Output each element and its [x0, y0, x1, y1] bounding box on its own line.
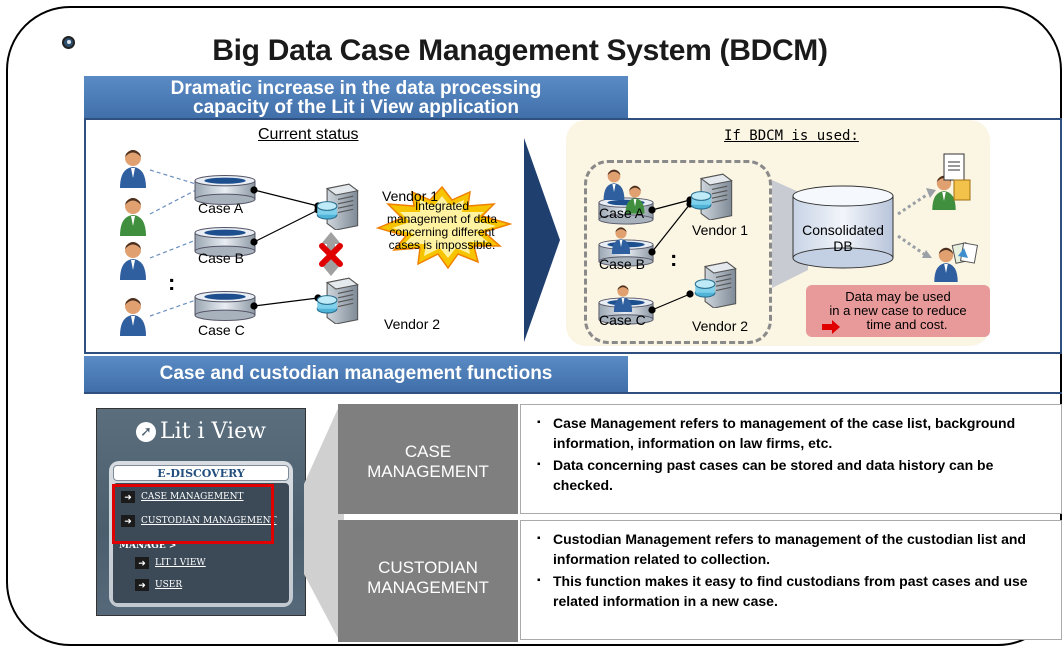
arrow-icon: ➜ [121, 515, 135, 527]
warning-line: management of data [386, 212, 498, 226]
label-line: MANAGEMENT [367, 462, 489, 481]
bdcm-vendor-1-label: Vendor 1 [692, 222, 749, 238]
document-folder-icon [943, 153, 971, 201]
case-management-description: Case Management refers to management of … [520, 404, 1062, 514]
consolidated-db-label: Consolidated DB [790, 222, 896, 254]
highlight-box [112, 484, 274, 544]
warning-text: Integrated management of data concerning… [378, 200, 506, 252]
custodian-management-description: Custodian Management refers to managemen… [520, 520, 1062, 640]
menu-item-user[interactable]: USER [155, 580, 183, 590]
custodian-icon [120, 298, 146, 336]
arrow-icon: ➜ [135, 557, 149, 569]
label-line: CASE [404, 442, 452, 461]
vendor-2-label: Vendor 2 [384, 316, 441, 332]
note-line: time and cost. [866, 317, 948, 332]
vendor-server-icon [690, 173, 733, 220]
app-screenshot: ➚Lit i View E-DISCOVERY MANAGEMENT ➜ CAS… [96, 408, 306, 616]
transition-arrow-icon [524, 138, 560, 342]
arrow-icon: ➜ [135, 579, 149, 591]
case-b-label: Case B [198, 250, 244, 266]
vendor-server-icon [316, 277, 359, 324]
label-line: MANAGEMENT [367, 578, 489, 597]
current-status-title: Current status [258, 126, 359, 143]
menu-item-custodian-management[interactable]: CUSTODIAN MANAGEMENT [141, 516, 277, 526]
vendor-server-icon [694, 261, 737, 308]
files-icon [951, 242, 979, 264]
bdcm-case-b-label: Case B [599, 256, 645, 272]
menu-item-case-management[interactable]: CASE MANAGEMENT [141, 492, 244, 502]
db-label-line: Consolidated [802, 222, 884, 238]
bullet-icon [62, 36, 75, 49]
custodian-icon [120, 150, 146, 188]
note-line: in a new case to reduce [829, 303, 967, 318]
vendor-1-label: Vendor 1 [382, 188, 439, 204]
bdcm-case-c-label: Case C [599, 312, 646, 328]
comparison-panel [84, 118, 1062, 354]
label-line: CUSTODIAN [378, 558, 478, 577]
warning-line: concerning different [389, 225, 495, 239]
top-banner-rule [84, 118, 1062, 120]
warning-line: Integrated [414, 199, 470, 213]
bullet-item: Data concerning past cases can be stored… [537, 455, 1051, 495]
note-line: Data may be used [845, 289, 951, 304]
page-title: Big Data Case Management System (BDCM) [212, 34, 828, 67]
top-banner: Dramatic increase in the data processing… [84, 76, 628, 120]
consolidated-db-icon [792, 185, 894, 269]
bullet-item: Case Management refers to management of … [537, 413, 1051, 453]
arrow-icon: ➜ [121, 491, 135, 503]
bullet-item: This function makes it easy to find cust… [537, 571, 1051, 611]
functions-banner: Case and custodian management functions [84, 356, 628, 392]
custodian-icon [603, 169, 625, 200]
case-db-icon [194, 290, 256, 322]
lit-i-view-logo: ➚Lit i View [97, 419, 305, 444]
case-c-label: Case C [198, 322, 245, 338]
user-icon [932, 175, 956, 210]
case-a-label: Case A [198, 200, 244, 216]
bdcm-cases-group [584, 160, 772, 344]
logo-icon: ➚ [136, 422, 157, 442]
manage-label: MANAGE > [119, 541, 177, 551]
bdcm-more-cases-ellipsis: : [670, 246, 678, 271]
red-arrow-icon [822, 320, 840, 334]
expansion-shape [304, 404, 344, 642]
bdcm-vendor-2-label: Vendor 2 [692, 318, 749, 334]
top-banner-line2: capacity of the Lit i View application [193, 97, 519, 118]
bullet-item: Custodian Management refers to managemen… [537, 529, 1051, 569]
custodian-management-label: CUSTODIAN MANAGEMENT [338, 520, 518, 642]
functions-banner-rule [84, 392, 1062, 394]
custodian-icon [120, 242, 146, 280]
bdcm-title: If BDCM is used: [724, 128, 859, 144]
vendor-server-icon [316, 183, 359, 230]
menu-item-lit-i-view[interactable]: LIT I VIEW [155, 558, 206, 568]
warning-line: cases is impossible. [388, 238, 496, 252]
menu-header: E-DISCOVERY MANAGEMENT [113, 465, 289, 496]
logo-text: Lit i View [160, 419, 266, 444]
more-cases-ellipsis: : [168, 270, 176, 295]
top-banner-line1: Dramatic increase in the data processing [170, 78, 542, 99]
bdcm-case-a-label: Case A [599, 205, 645, 221]
case-management-label: CASE MANAGEMENT [338, 404, 518, 514]
db-label-line: DB [833, 238, 853, 254]
warning-burst [375, 185, 513, 270]
blocked-icon [319, 243, 343, 267]
custodian-icon [120, 198, 146, 236]
